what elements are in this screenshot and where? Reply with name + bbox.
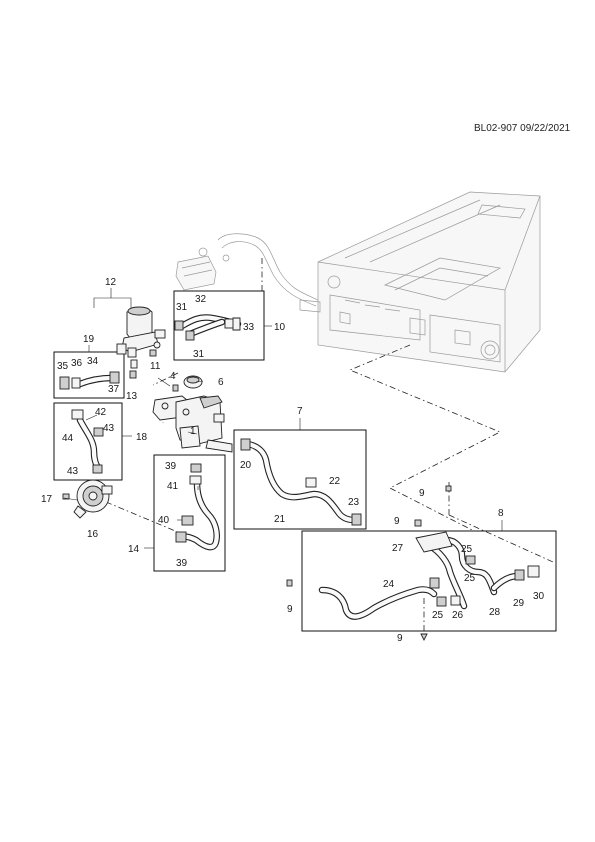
callout-9a: 9 <box>419 488 425 499</box>
callout-31a: 31 <box>176 302 188 313</box>
group-box-18 <box>53 402 123 481</box>
callout-32: 32 <box>195 294 207 305</box>
battery-pack-background <box>317 191 541 373</box>
callout-28: 28 <box>489 607 501 618</box>
callout-30: 30 <box>533 591 545 602</box>
group-box-14 <box>153 454 226 572</box>
callout-40: 40 <box>158 515 170 526</box>
part-7-hose-assembly <box>240 438 362 526</box>
callout-9c: 9 <box>287 604 293 615</box>
upper-hose-background <box>175 233 321 313</box>
callout-9b: 9 <box>394 516 400 527</box>
part-1-valve-assembly <box>152 395 233 453</box>
part-13-clip <box>129 370 137 379</box>
part-14-hose-assembly <box>175 463 220 551</box>
callout-44: 44 <box>62 433 74 444</box>
part-17-bolt <box>62 493 70 500</box>
callout-21: 21 <box>274 514 286 525</box>
callout-9d: 9 <box>397 633 403 644</box>
callout-34: 34 <box>87 356 99 367</box>
callout-31b: 31 <box>193 349 205 360</box>
part-6-cap <box>183 375 203 389</box>
part-18-hose-assembly <box>71 409 104 474</box>
callout-7: 7 <box>297 406 303 417</box>
callout-42: 42 <box>95 407 107 418</box>
callout-26: 26 <box>452 610 464 621</box>
callout-43b: 43 <box>67 466 79 477</box>
callout-16: 16 <box>87 529 99 540</box>
part-19-hose-assembly <box>59 371 120 390</box>
callout-39b: 39 <box>176 558 188 569</box>
diagram-reference: BL02-907 09/22/2021 <box>474 123 571 134</box>
part-10-hose-assembly <box>174 314 242 341</box>
group-box-10 <box>173 290 265 361</box>
callout-20: 20 <box>240 460 252 471</box>
callout-36: 36 <box>71 358 83 369</box>
callout-37: 37 <box>108 384 120 395</box>
callout-19: 19 <box>83 334 95 345</box>
callout-27: 27 <box>392 543 404 554</box>
part-8-hose-assembly <box>286 485 540 642</box>
callout-23: 23 <box>348 497 360 508</box>
callout-25c: 25 <box>432 610 444 621</box>
callout-17: 17 <box>41 494 53 505</box>
callout-13: 13 <box>126 391 138 402</box>
callout-41: 41 <box>167 481 179 492</box>
group-box-8 <box>301 530 557 632</box>
callout-10: 10 <box>274 322 286 333</box>
callout-25b: 25 <box>464 573 476 584</box>
callout-43a: 43 <box>103 423 115 434</box>
part-12-reservoir <box>116 306 166 369</box>
callout-8: 8 <box>498 508 504 519</box>
callout-35: 35 <box>57 361 69 372</box>
callout-11: 11 <box>150 361 161 372</box>
callout-4: 4 <box>170 371 176 382</box>
callout-14: 14 <box>128 544 140 555</box>
callout-18: 18 <box>136 432 148 443</box>
callout-12: 12 <box>105 277 117 288</box>
callout-29: 29 <box>513 598 525 609</box>
part-16-pump <box>73 479 113 519</box>
callout-24: 24 <box>383 579 395 590</box>
callout-33: 33 <box>243 322 255 333</box>
callout-22: 22 <box>329 476 341 487</box>
callout-39a: 39 <box>165 461 177 472</box>
callout-25a: 25 <box>461 544 473 555</box>
part-4-bolt <box>172 384 179 392</box>
callout-6: 6 <box>218 377 224 388</box>
part-11-clip <box>149 349 157 357</box>
callout-1: 1 <box>190 426 196 437</box>
